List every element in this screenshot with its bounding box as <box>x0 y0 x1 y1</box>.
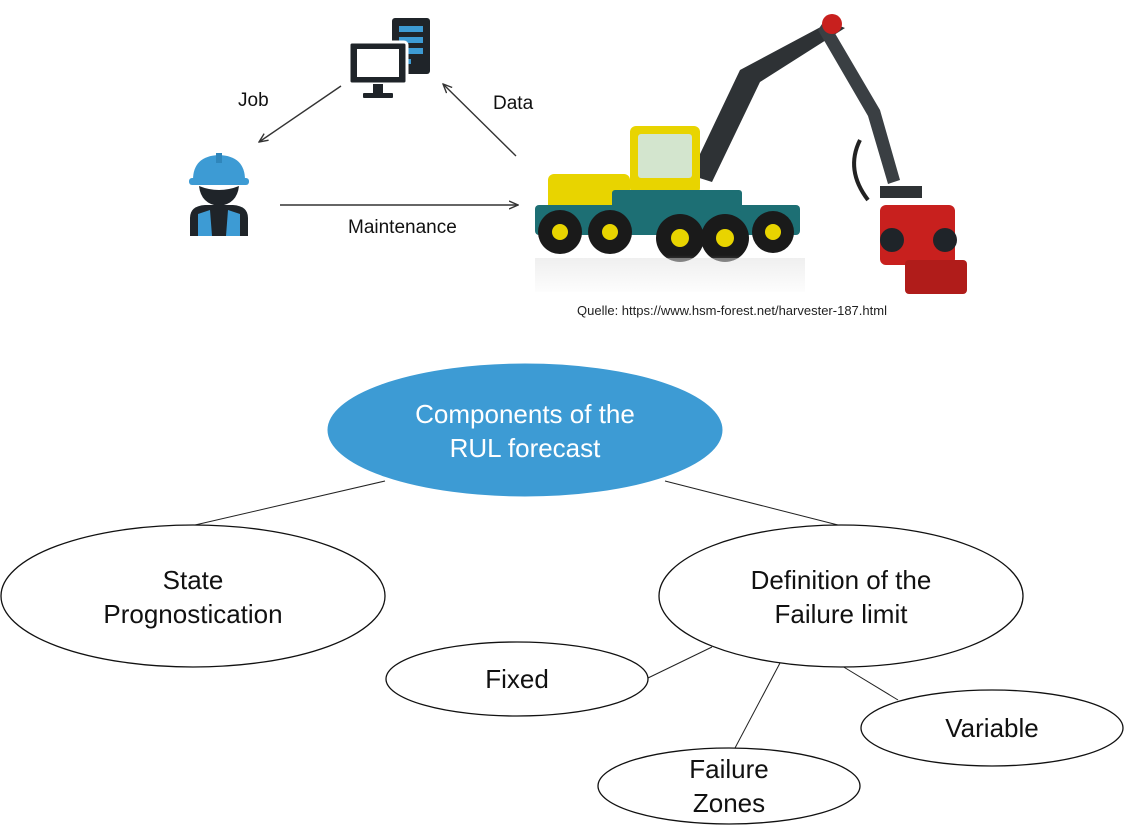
data-arrow <box>443 84 517 157</box>
fixed-node-text: Fixed <box>485 664 549 694</box>
failure-zones-node-text: Failure Zones <box>598 752 860 820</box>
job-label: Job <box>238 90 269 111</box>
computer-monitor-server-icon <box>347 18 430 98</box>
worker-hardhat-icon <box>189 153 249 236</box>
variable-node <box>860 689 1124 767</box>
state-line-1: State <box>162 565 224 595</box>
failure-zones-node <box>597 747 861 825</box>
job-arrow <box>259 85 342 142</box>
root-line-1: Components of the <box>415 399 635 429</box>
forestry-harvester-image <box>530 14 967 297</box>
failure-zones-line-1: Failure <box>689 754 769 784</box>
failure-limit-line-1: Definition of the <box>750 565 932 595</box>
root-node <box>326 362 724 498</box>
maintenance-label: Maintenance <box>348 217 457 238</box>
root-node-text: Components of the RUL forecast <box>327 397 723 465</box>
failure-limit-line-2: Failure limit <box>774 599 908 629</box>
failure-zones-line-2: Zones <box>692 788 766 818</box>
failure-limit-node-text: Definition of the Failure limit <box>659 563 1023 631</box>
variable-node-text: Variable <box>945 713 1039 743</box>
fixed-node <box>385 641 649 717</box>
state-line-2: Prognostication <box>103 599 283 629</box>
state-node-text: State Prognostication <box>1 563 385 631</box>
state-node <box>0 524 386 668</box>
source-caption: Quelle: https://www.hsm-forest.net/harve… <box>577 303 887 318</box>
failure-limit-node <box>658 524 1024 668</box>
tree-connectors <box>194 480 899 749</box>
data-label: Data <box>493 93 534 114</box>
root-line-2: RUL forecast <box>449 433 601 463</box>
